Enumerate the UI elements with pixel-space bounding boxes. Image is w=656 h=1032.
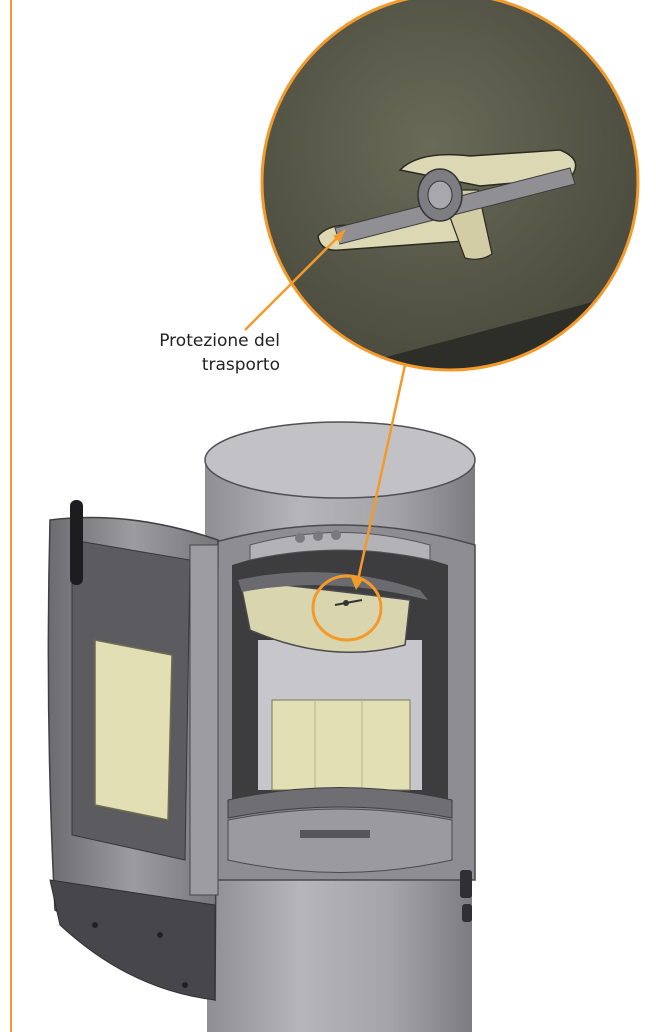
callout-line-to-baffle	[356, 364, 407, 581]
callout-lines	[244, 229, 407, 642]
detail-zoom-view	[260, 0, 640, 372]
callout-line-to-zoom	[244, 229, 346, 331]
arrowhead-baffle	[350, 575, 364, 590]
highlight-circle	[311, 574, 383, 642]
callout-label-line2: trasporto	[201, 355, 280, 375]
callout-label-line1: Protezione del	[159, 331, 280, 351]
arrowhead-zoom	[333, 230, 345, 243]
stove-door	[47, 500, 219, 1002]
stove-body	[204, 421, 476, 1032]
zoom-circle-outline	[260, 0, 640, 372]
